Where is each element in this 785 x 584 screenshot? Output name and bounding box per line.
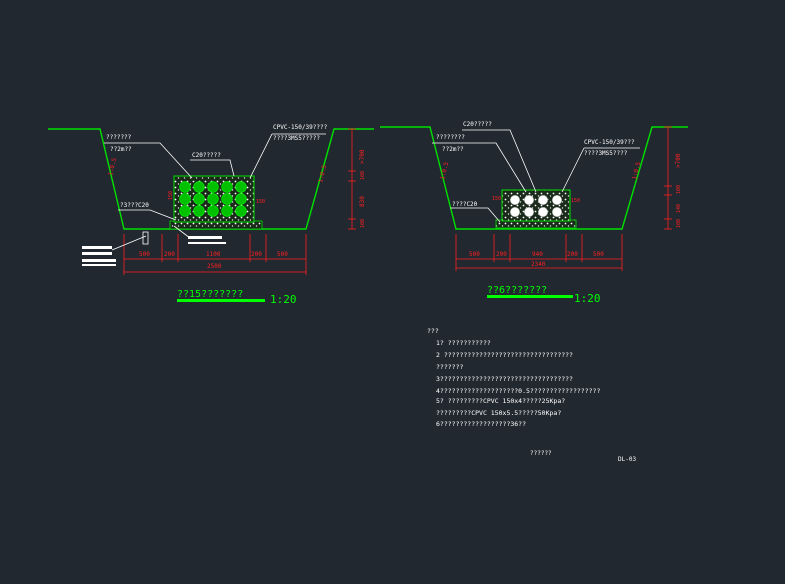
label-cpvc-15: CPVC-150/39???? <box>273 124 328 131</box>
label-depth-15: ??2m?? <box>110 146 132 153</box>
pipe-group-6 <box>510 195 562 217</box>
dim-bottom-15-4: 500 <box>277 251 288 258</box>
dim-pipe-15: 150 <box>168 191 174 200</box>
pipe <box>235 205 247 217</box>
pipe <box>552 207 562 217</box>
dim-right-6-1: 100 <box>676 185 682 194</box>
dim-total-6: 2340 <box>531 261 546 268</box>
dim-bottom-15-3: 200 <box>251 251 262 258</box>
pipe <box>524 195 534 205</box>
dim-bottom-15-1: 200 <box>164 251 175 258</box>
dim-pipe-15b: 150 <box>256 199 265 205</box>
dim-pipe-6b: 150 <box>571 198 580 204</box>
dim-bottom-15-2: 1100 <box>206 251 221 258</box>
pipe <box>207 205 219 217</box>
pipe <box>552 195 562 205</box>
pipe <box>179 205 191 217</box>
section-15: ??????? ??2m?? C20????? CPVC-150/39???? … <box>48 124 374 306</box>
pipe <box>207 181 219 193</box>
label-top-6: ???????? <box>436 134 465 141</box>
label-cpvc-6: CPVC-150/39??? <box>584 139 635 146</box>
slope-right-15: 1:0.5 <box>317 164 328 184</box>
dim-bottom-6-4: 500 <box>593 251 604 258</box>
dim-right-6 <box>664 126 672 230</box>
pipe <box>235 193 247 205</box>
dim-right-6-0: >700 <box>675 153 682 168</box>
pipe-group-15 <box>179 181 247 217</box>
dim-right-15-0: >700 <box>359 149 366 164</box>
pipe <box>221 181 233 193</box>
dim-bottom-6-3: 200 <box>567 251 578 258</box>
pipe <box>510 195 520 205</box>
pipe <box>179 181 191 193</box>
note-line: 6??????????????????36?? <box>436 420 526 428</box>
label-c20-15: C20????? <box>192 152 221 159</box>
dim-total-15: 2500 <box>207 263 222 270</box>
dim-bottom-6-0: 500 <box>469 251 480 258</box>
label-base-15: ?3???C20 <box>120 202 149 209</box>
dim-bottom-15 <box>123 234 307 275</box>
scale-6: 1:20 <box>574 292 601 305</box>
pipe <box>538 207 548 217</box>
dim-right-15-3: 100 <box>360 219 366 228</box>
title-underline-15 <box>177 299 265 302</box>
note-line: ??????? <box>436 363 463 371</box>
leaders-15 <box>104 133 326 221</box>
notes-heading: ??? <box>427 327 439 335</box>
scale-15: 1:20 <box>270 293 297 306</box>
dim-right-15-2: 830 <box>359 196 366 207</box>
label-base-6: ????C20 <box>452 201 478 208</box>
note-line: 5? ?????????CPVC 150x4?????25Kpa? <box>436 397 565 405</box>
pipe-block-6 <box>501 189 571 222</box>
note-line: 2 ????????????????????????????????? <box>436 351 573 359</box>
slope-left-15: 1:0.5 <box>107 157 118 177</box>
marker-15 <box>82 236 226 266</box>
pipe <box>538 195 548 205</box>
pipe <box>179 193 191 205</box>
dim-right-6-3: 100 <box>676 219 682 228</box>
section-6: C20????? ???????? ??2m?? CPVC-150/39??? … <box>380 121 688 305</box>
marker-leaders-15 <box>111 225 191 251</box>
dim-bottom-15-0: 500 <box>139 251 150 258</box>
slope-left-6: 1:0.5 <box>439 161 450 181</box>
title-6: ??6??????? <box>487 285 547 296</box>
pipe <box>193 205 205 217</box>
dim-right-15-1: 100 <box>360 171 366 180</box>
label-c20-6: C20????? <box>463 121 492 128</box>
leaders-6 <box>432 129 640 223</box>
label-cpvc2-6: ????3MS5???? <box>584 150 628 157</box>
pipe <box>193 193 205 205</box>
label-cpvc2-15: ????3MS5????? <box>273 135 320 142</box>
pipe <box>193 181 205 193</box>
note-line: ?????????CPVC 150x5.5?????50Kpa? <box>436 409 561 417</box>
dim-right-6-2: 140 <box>676 204 682 213</box>
pipe <box>207 193 219 205</box>
notes: ??? 1? ??????????? 2 ???????????????????… <box>427 327 600 428</box>
pipe <box>221 205 233 217</box>
dim-right-15 <box>348 128 356 230</box>
dim-bottom-6-1: 200 <box>496 251 507 258</box>
dim-pipe-6: 150 <box>492 196 501 202</box>
pipe <box>235 181 247 193</box>
trench-profile-6 <box>380 126 688 230</box>
title-underline-6 <box>487 295 573 298</box>
pipe <box>524 207 534 217</box>
label-depth-6: ??2m?? <box>442 146 464 153</box>
title-15: ??15??????? <box>177 289 243 300</box>
dim-bottom-6 <box>455 234 623 271</box>
slope-right-6: 1:0.5 <box>631 161 642 181</box>
pipe <box>510 207 520 217</box>
dim-bottom-6-2: 940 <box>532 251 543 258</box>
drawing-number: DL-03 <box>618 456 636 463</box>
note-line: 4????????????????????0.5????????????????… <box>436 387 600 395</box>
note-line: 1? ??????????? <box>436 339 491 347</box>
note-line: 3?????????????????????????????????? <box>436 375 573 383</box>
footer-label: ?????? <box>530 450 552 457</box>
pipe <box>221 193 233 205</box>
label-top-15: ??????? <box>106 134 132 141</box>
